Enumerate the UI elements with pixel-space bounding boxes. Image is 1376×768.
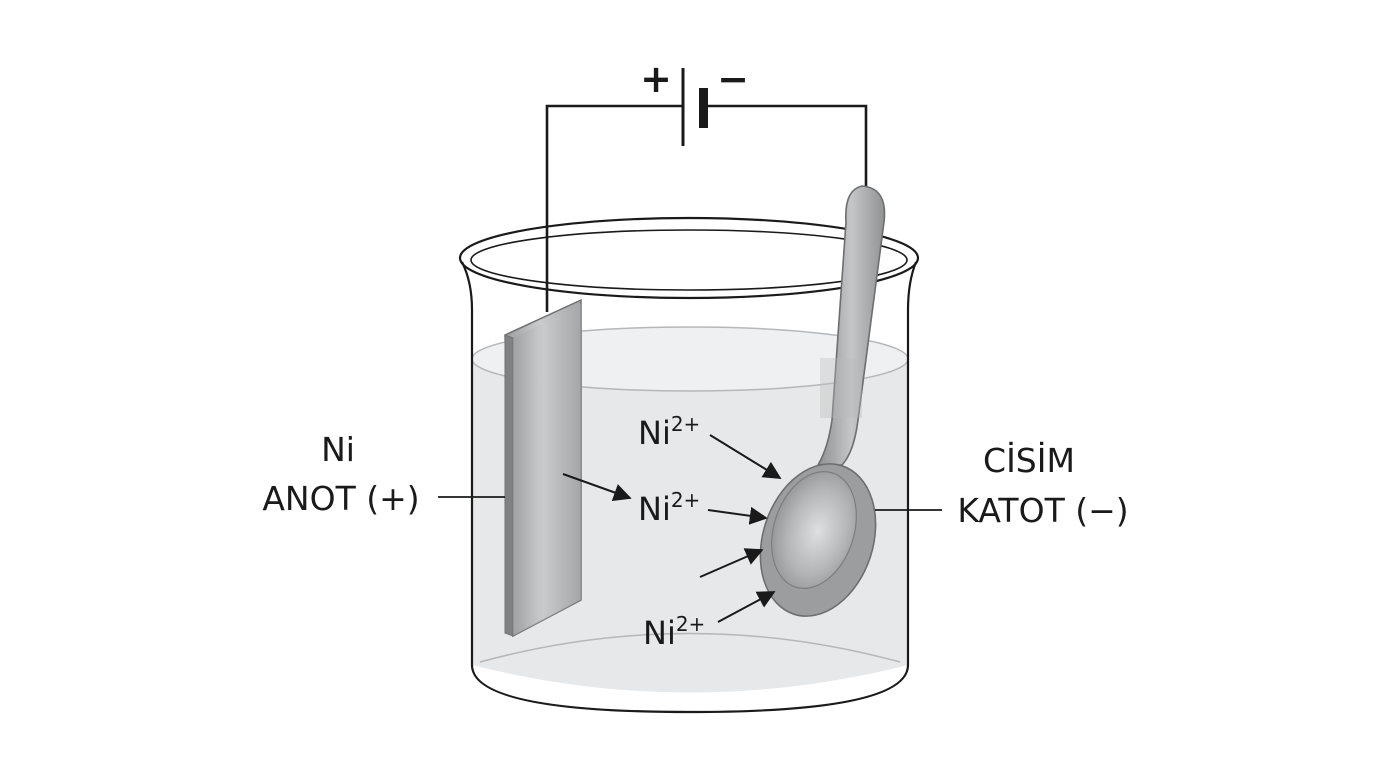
- cathode-label-line2: KATOT (−): [957, 491, 1128, 530]
- beaker-right-wall: [906, 261, 918, 665]
- beaker-rim-inner: [470, 229, 908, 291]
- ion-charge: 2+: [671, 412, 700, 436]
- nickel-anode-plate: [504, 298, 582, 638]
- ion-arrow-lower: [699, 548, 764, 578]
- spoon-cathode: [759, 185, 886, 617]
- ion-label-upper: Ni2+: [638, 412, 700, 452]
- ion-charge: 2+: [671, 488, 700, 512]
- ion-arrow-from-anode: [562, 473, 632, 502]
- battery-plus-label: +: [640, 57, 672, 101]
- ion-label-bottom: Ni2+: [643, 612, 705, 652]
- ion-symbol: Ni: [638, 414, 671, 452]
- ion-label-middle: Ni2+: [638, 488, 700, 528]
- beaker-left-wall: [461, 261, 474, 665]
- ion-arrow-middle: [707, 506, 768, 525]
- battery-minus-label: −: [717, 57, 749, 101]
- ion-arrow-bottom: [717, 591, 776, 623]
- beaker-bottom: [470, 664, 910, 714]
- wire-anode: [545, 104, 683, 312]
- cathode-label-line1: CİSİM: [983, 441, 1075, 480]
- beaker-bottom-inner: [479, 632, 901, 663]
- wire-cathode: [704, 104, 868, 192]
- battery-symbol: [681, 68, 708, 146]
- ion-charge: 2+: [676, 612, 705, 636]
- anode-label-line2: ANOT (+): [262, 479, 419, 518]
- anode-label-line1: Ni: [321, 430, 355, 469]
- ion-arrow-upper: [709, 434, 782, 479]
- ion-symbol: Ni: [643, 614, 676, 652]
- ion-symbol: Ni: [638, 490, 671, 528]
- beaker-rim-outer: [458, 216, 920, 300]
